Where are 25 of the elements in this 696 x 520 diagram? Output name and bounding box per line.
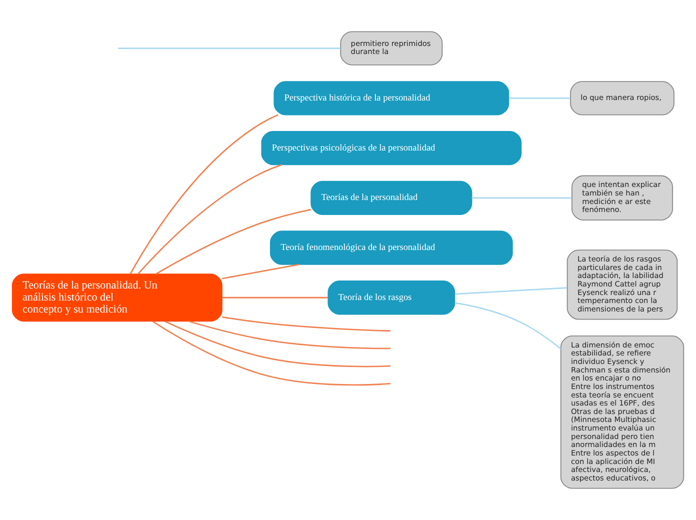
node-box: Teoría fenomenológica de la personalidad (270, 230, 513, 265)
connector (188, 320, 390, 350)
connector (152, 320, 390, 386)
connector (130, 114, 278, 274)
connector (454, 287, 568, 295)
node-box: Teorías de la personalidad. Un análisis histórico del concepto y su medición (12, 274, 222, 322)
node-box: Perspectiva histórica de la personalidad (274, 81, 510, 116)
node-box: lo que manera ropios, (570, 81, 674, 116)
connector (118, 48, 341, 49)
node-box: La teoría de los rasgos particulares de cada in adaptación, la labilidad Raymond Cattel agrup Eysenck realizó una r temperamento con la dimensiones de la pers (566, 250, 678, 320)
node-box: permitiero reprimidos durante la (340, 31, 443, 66)
connector (472, 197, 572, 199)
connector (138, 164, 282, 274)
node-box: Perspectivas psicológicas de la personalidad (261, 130, 522, 166)
node-box: Teoría de los rasgos (328, 280, 456, 315)
connector (222, 316, 390, 332)
connector (156, 208, 311, 275)
connector (222, 264, 300, 280)
connector (164, 320, 390, 368)
connector (454, 302, 562, 350)
connector (508, 97, 570, 99)
node-box: que intentan explicar también se han , medición e ar este fenómeno. (571, 175, 674, 221)
node-box: La dimensión de emoc estabilidad, se refiere individuo Eysenck y Rachman s esta dimensión en los encajar o no Entre los instrumentos esta teoría se encuent usadas es el 16PF, des Otras de las pruebas d (Minnesota Multiphasic instrumento evalúa un personalidad pero tien anormalidades en la m Entre los aspectos de l con la aplicación de MI afectiva, neurológica, aspectos educativos, o (560, 335, 684, 489)
connector (222, 296, 328, 298)
node-box: Teorías de la personalidad (310, 180, 472, 215)
